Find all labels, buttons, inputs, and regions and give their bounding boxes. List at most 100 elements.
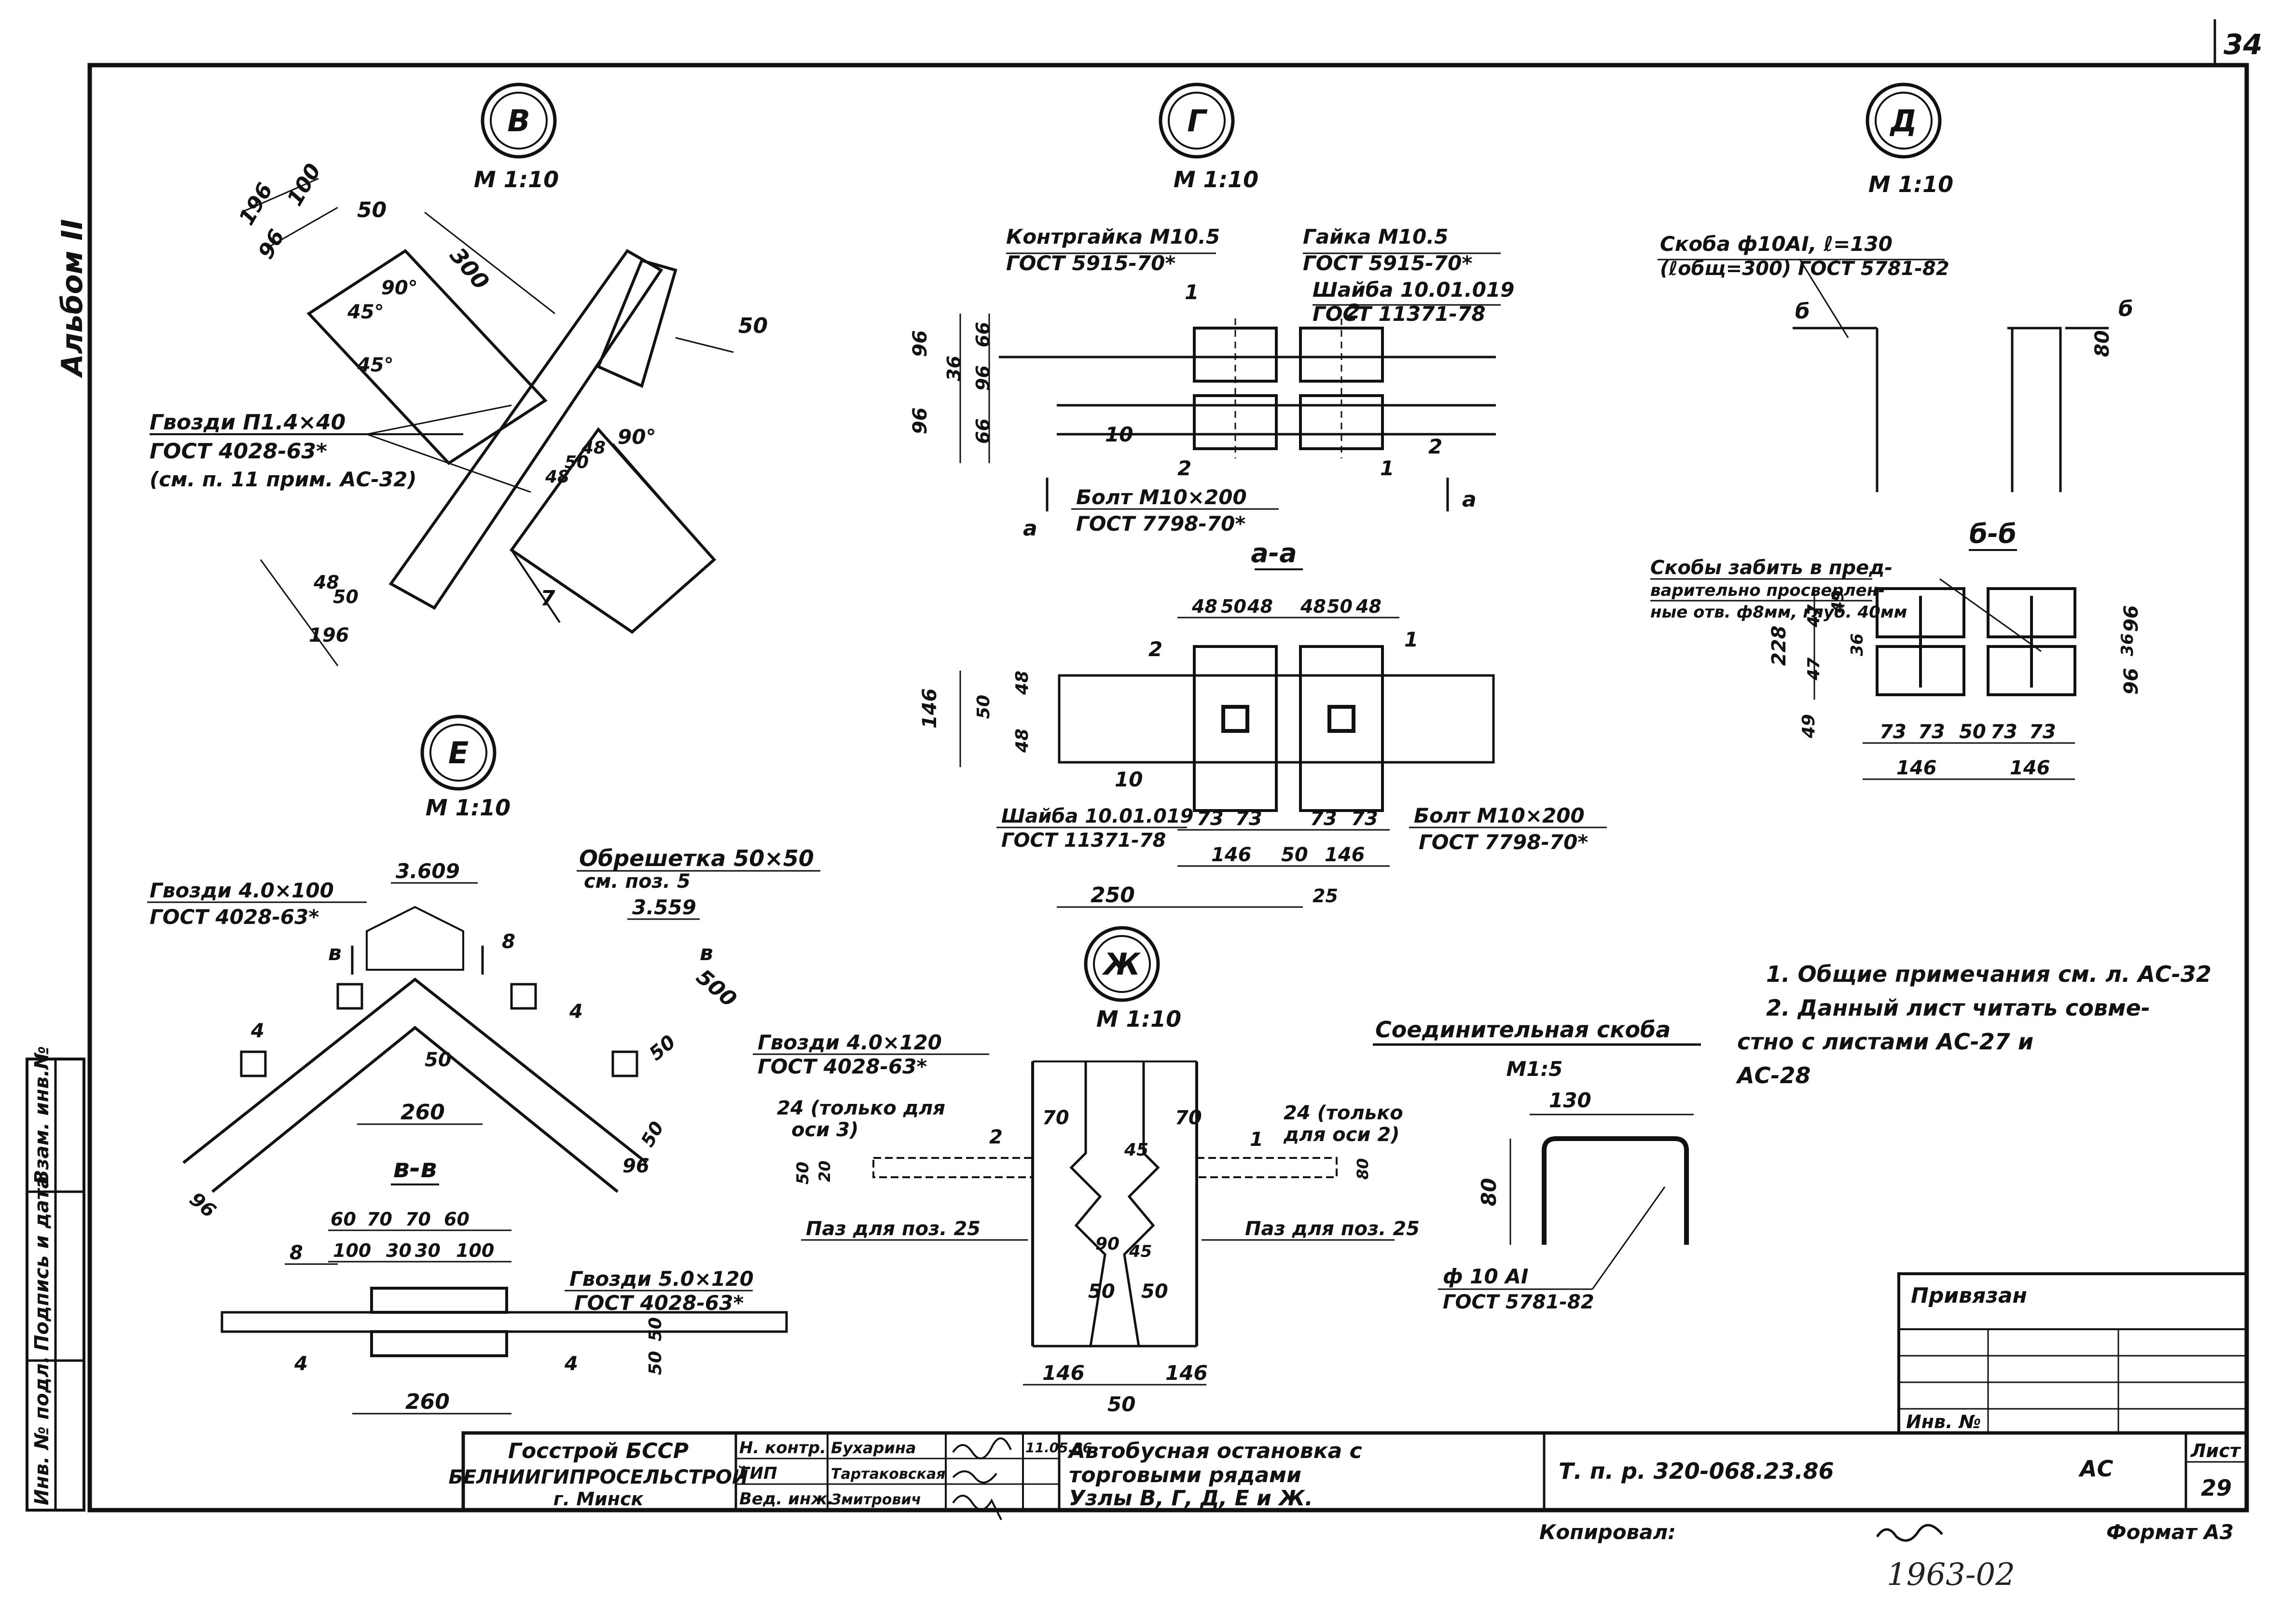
node-e-dim: 96 — [185, 1188, 220, 1222]
node-g-pos: 10 — [1105, 423, 1133, 446]
node-g-section-dim: 50 — [1221, 596, 1246, 617]
node-d-section-dim: 73 — [2029, 721, 2056, 743]
node-g-nut-1: Гайка М10.5 — [1303, 225, 1448, 248]
node-g-section-plate — [1193, 645, 1278, 812]
node-e-circle — [420, 715, 497, 791]
node-g-pos: 1 — [1380, 456, 1394, 480]
node-g-bolt-1: Болт М10×200 — [1076, 485, 1247, 509]
node-v-beam-a — [306, 249, 548, 465]
node-g-pos: 2 — [1177, 456, 1191, 480]
node-e-inner-circle — [429, 724, 487, 782]
node-g-section-dim: 73 — [1310, 808, 1337, 830]
node-e-section-title: в-в — [393, 1153, 437, 1184]
node-d-leader — [1939, 578, 2042, 652]
sheet-corner-number: 34 — [2224, 28, 2263, 61]
footer-handwritten: 1963-02 — [1887, 1557, 2015, 1593]
node-v-dim-line — [675, 337, 734, 353]
signature-3 — [952, 1495, 1002, 1520]
node-v-dim: 50 — [333, 586, 359, 607]
node-v-scale: М 1:10 — [474, 166, 559, 193]
node-v-edge — [511, 549, 561, 623]
binding-box-title: Привязан — [1911, 1283, 2027, 1308]
node-e-section-dim: 60 — [331, 1209, 356, 1230]
node-g-circle — [1159, 83, 1235, 159]
signature-2 — [952, 1470, 997, 1484]
node-v-nail-leader — [366, 433, 531, 493]
node-zh-dim: 45 — [1124, 1140, 1148, 1160]
clip-spec-1: ф 10 АI — [1443, 1265, 1529, 1288]
node-d-section-dim: 36 — [1848, 633, 1867, 656]
node-zh-groove-right: Паз для поз. 25 — [1245, 1218, 1420, 1240]
node-e-dim: 50 — [425, 1049, 452, 1071]
name-3: Змитрович — [830, 1491, 921, 1508]
node-d-section-dim: 50 — [1959, 721, 1986, 743]
node-g-pos: 2 — [1346, 300, 1360, 323]
clip-spec-2: ГОСТ 5781-82 — [1443, 1291, 1594, 1313]
node-e-rafter-bottom — [211, 1026, 619, 1193]
desc-line-1: Автобусная остановка с — [1067, 1439, 1362, 1463]
node-e-mark-1: 3.609 — [396, 859, 460, 883]
node-e-letter: Е — [448, 735, 469, 771]
clip-dim-130: 130 — [1549, 1088, 1591, 1112]
node-d-post — [2007, 327, 2062, 492]
node-e-section-pos: 4 — [294, 1353, 308, 1375]
sheet-label: Лист — [2190, 1440, 2241, 1461]
node-g-cut-left: а — [1023, 516, 1037, 541]
node-zh-dim: 50 — [1107, 1392, 1135, 1416]
node-zh-right-note-2: для оси 2) — [1283, 1124, 1399, 1146]
node-e-scale: М 1:10 — [426, 795, 511, 821]
node-zh-dim: 80 — [1354, 1158, 1372, 1180]
node-e-section-dim: 70 — [405, 1209, 431, 1230]
node-e-section-dim: 260 — [405, 1390, 450, 1414]
stamp-inv-replace: Взам. инв.№ — [31, 1046, 53, 1184]
node-zh-beam-left — [872, 1157, 1034, 1178]
node-e-section-dim: 60 — [444, 1209, 470, 1230]
general-notes: 1. Общие примечания см. л. АС-32 2. Данн… — [1736, 961, 2211, 1088]
node-g-locknut-2: ГОСТ 5915-70* — [1006, 251, 1175, 275]
node-d-clip-2: (ℓобщ=300) ГОСТ 5781-82 — [1660, 258, 1949, 280]
doc-stage: АС — [2078, 1456, 2114, 1482]
node-g-section-title: а-а — [1251, 538, 1297, 568]
node-zh-nails-2: ГОСТ 4028-63* — [758, 1055, 927, 1078]
node-e-dim: 96 — [622, 1155, 649, 1177]
node-e-section-dim: 70 — [367, 1209, 392, 1230]
node-v-dim: 50 — [738, 314, 768, 338]
node-v-dim: 196 — [309, 624, 349, 647]
node-g-dim: 36 — [943, 356, 965, 381]
node-e-section-dim: 30 — [386, 1240, 412, 1261]
node-g-section-bolt-1: Болт М10×200 — [1414, 804, 1585, 827]
node-e-pos: 4 — [569, 1001, 583, 1023]
node-e-lath — [611, 1050, 638, 1077]
node-d-section-dim: 146 — [1896, 757, 1937, 779]
node-v-dim: 196 — [234, 179, 277, 229]
album-label: Альбом II — [55, 219, 89, 378]
node-d-section-dim: 49 — [1799, 714, 1819, 739]
footer-copied: Копировал: — [1539, 1520, 1676, 1544]
node-g-section-washer-2: ГОСТ 11371-78 — [1001, 829, 1166, 852]
node-zh-pos: 2 — [989, 1126, 1003, 1148]
node-e-lath — [510, 983, 537, 1010]
node-v-edge — [612, 443, 715, 561]
node-g-section-dim: 73 — [1351, 808, 1378, 830]
node-zh: Ж М 1:10 Гвозди 4.0×120 ГОСТ 4028-63* 24… — [753, 926, 1420, 1416]
node-g-bolt-2: ГОСТ 7798-70* — [1076, 512, 1245, 536]
node-g-dim: 96 — [909, 407, 931, 434]
node-v-dim-line — [241, 178, 319, 213]
org-line-3: г. Минск — [553, 1488, 644, 1510]
node-g-section-washer-1: Шайба 10.01.019 — [1001, 805, 1194, 827]
node-e-section-dim: 50 — [646, 1317, 665, 1341]
node-v-dim: 48 — [313, 572, 339, 593]
node-v-circle — [481, 83, 557, 159]
node-d-leader — [1799, 259, 1849, 338]
node-d-circle — [1865, 83, 1942, 159]
node-e-section-pos: 4 — [564, 1353, 578, 1375]
node-g-pos: 1 — [1185, 280, 1199, 304]
node-zh-dim: 146 — [1165, 1361, 1208, 1385]
node-v-post — [596, 259, 677, 388]
node-v-angle: 45° — [357, 354, 394, 376]
title-block-frame — [461, 1431, 2249, 1512]
node-d-cut-right: б — [2118, 297, 2133, 321]
name-1: Бухарина — [831, 1439, 916, 1457]
node-zh-left-note-2: оси 3) — [791, 1119, 858, 1141]
node-e-lath-1: Обрешетка 50×50 — [579, 845, 814, 871]
